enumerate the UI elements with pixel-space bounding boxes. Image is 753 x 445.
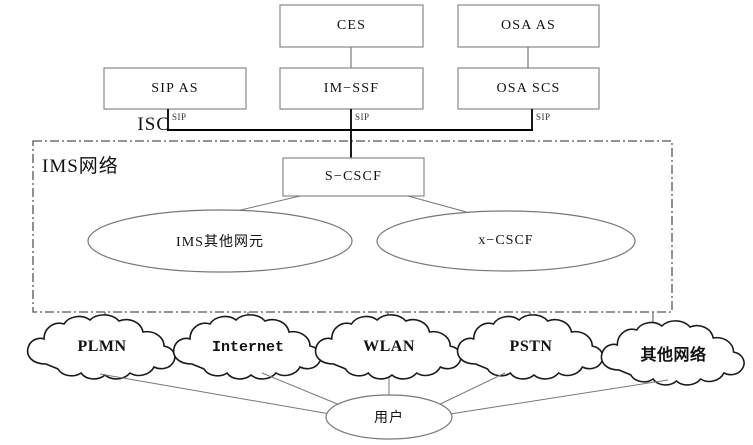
link-plmn-user bbox=[99, 373, 331, 415]
link-internet-user bbox=[261, 372, 348, 409]
link-pstn-user bbox=[431, 372, 506, 409]
box-osa-as bbox=[457, 4, 600, 48]
cloud-internet bbox=[172, 314, 322, 380]
ellipse-ims-other bbox=[87, 209, 353, 273]
box-s-cscf bbox=[282, 157, 425, 197]
link-scscf-xcscf bbox=[407, 195, 471, 214]
link-other-user bbox=[449, 379, 669, 415]
box-sip-as bbox=[103, 67, 247, 110]
box-osa-scs bbox=[457, 67, 600, 110]
cloud-plmn bbox=[26, 314, 176, 380]
cloud-wlan bbox=[314, 314, 462, 380]
box-im-ssf bbox=[279, 67, 424, 110]
box-ces bbox=[279, 4, 424, 48]
ims-region-border bbox=[32, 140, 673, 313]
cloud-other bbox=[600, 320, 745, 386]
ellipse-user bbox=[325, 394, 453, 440]
ellipse-x-cscf bbox=[376, 210, 636, 272]
cloud-pstn bbox=[456, 314, 604, 380]
